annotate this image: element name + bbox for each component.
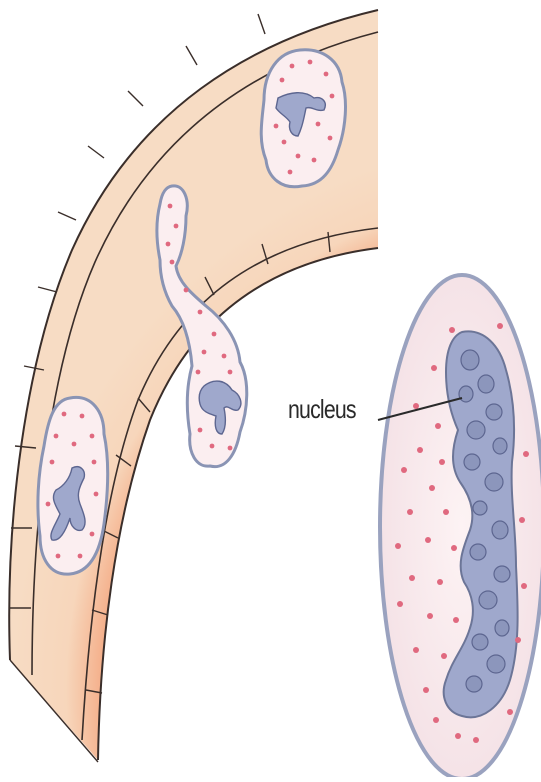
enlarged-white-blood-cell bbox=[380, 275, 541, 777]
white-blood-cell-bottom bbox=[38, 397, 108, 574]
white-blood-cell-top bbox=[261, 50, 345, 187]
nucleus-label: nucleus bbox=[288, 394, 356, 425]
